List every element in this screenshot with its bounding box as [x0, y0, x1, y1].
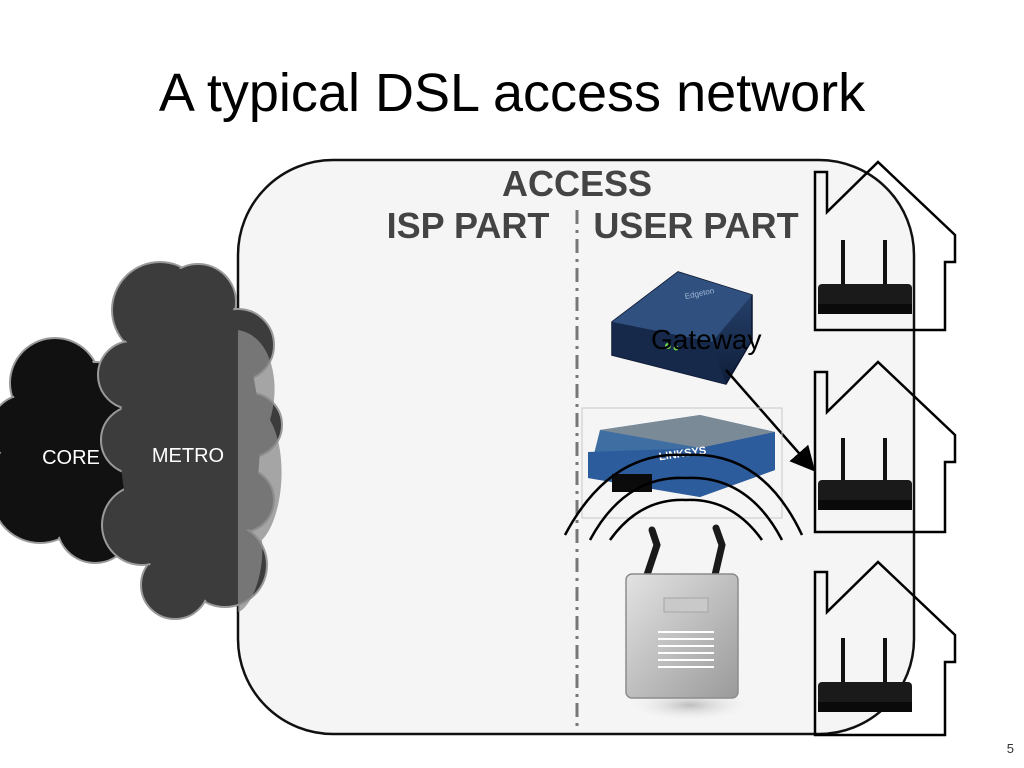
core-label: CORE: [42, 447, 100, 469]
isp-part-label: ISP PART: [387, 205, 550, 246]
slide-title: A typical DSL access network: [158, 63, 866, 123]
house-bottom-router: [818, 638, 912, 712]
user-part-label: USER PART: [593, 205, 798, 246]
wireless-signal-waves: [563, 453, 804, 541]
gateway-label: Gateway: [651, 324, 762, 355]
house-middle: [813, 360, 957, 534]
house-middle-router: [818, 438, 912, 510]
house-top: [813, 160, 957, 332]
metro-label: METRO: [152, 445, 224, 467]
metro-cloud: METRO: [97, 261, 283, 620]
access-point-device: [620, 524, 760, 723]
house-bottom: [813, 560, 957, 737]
gateway-device: Edgeton: [611, 271, 753, 385]
house-top-router: [818, 240, 912, 314]
gateway-arrow: [725, 369, 816, 472]
page-number: 5: [1006, 741, 1014, 756]
access-heading: ACCESS: [502, 163, 652, 204]
